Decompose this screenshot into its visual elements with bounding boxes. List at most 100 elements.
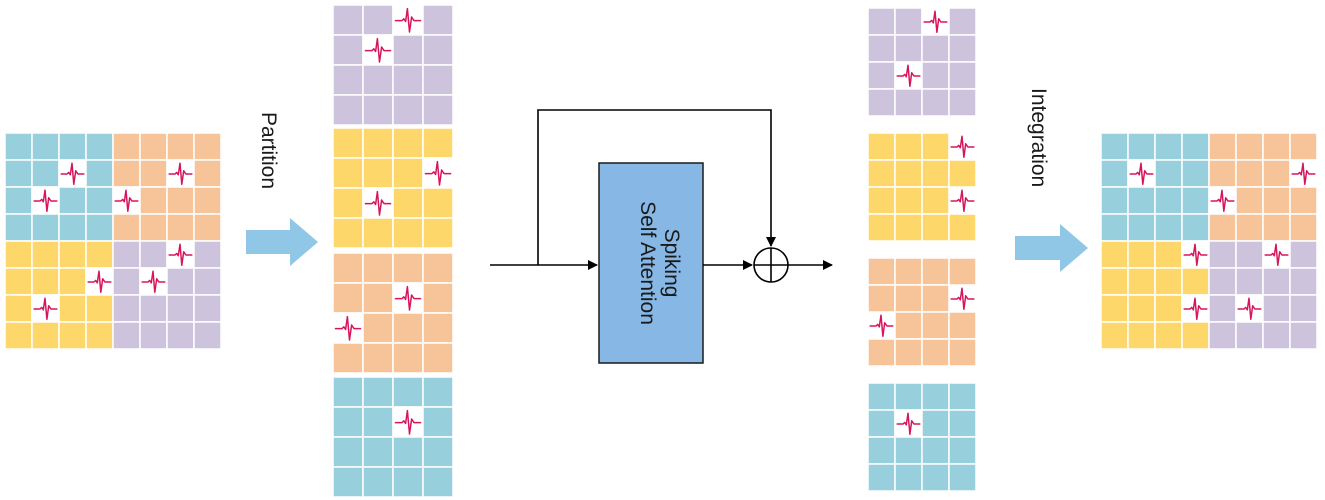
- token-cell: [1127, 213, 1156, 242]
- token-cell: [948, 213, 977, 242]
- token-cell: [948, 311, 977, 340]
- token-cell: [1289, 294, 1318, 323]
- token-cell: [1208, 213, 1237, 242]
- token-cell: [332, 466, 364, 498]
- token-cell: [362, 64, 394, 96]
- token-cell: [1289, 267, 1318, 296]
- token-cell: [867, 7, 896, 36]
- token-cell: [422, 406, 454, 438]
- spike-waveform-icon: [394, 409, 422, 435]
- token-cell: [921, 284, 950, 313]
- token-block-yellow: [4, 240, 114, 350]
- token-cell: [31, 213, 60, 242]
- token-cell: [85, 132, 114, 161]
- token-block-orange: [1208, 132, 1318, 242]
- token-cell: [31, 159, 60, 188]
- token-cell: [1235, 240, 1264, 269]
- spike-waveform-icon: [869, 314, 894, 338]
- spike-waveform-icon: [33, 189, 58, 213]
- token-cell: [948, 61, 977, 90]
- spike-waveform-icon: [1210, 189, 1235, 213]
- token-block-orange: [867, 257, 977, 367]
- token-cell: [332, 342, 364, 374]
- token-cell: [921, 132, 950, 161]
- token-cell: [1208, 240, 1237, 269]
- token-cell: [193, 132, 222, 161]
- integration-arrow: [1015, 224, 1088, 272]
- token-cell: [4, 186, 33, 215]
- token-cell: [1208, 267, 1237, 296]
- spike-waveform-icon: [896, 412, 921, 436]
- spike-waveform-icon: [896, 64, 921, 88]
- token-cell: [422, 376, 454, 408]
- token-cell: [1181, 213, 1210, 242]
- token-cell: [362, 466, 394, 498]
- spike-waveform-icon: [394, 7, 422, 33]
- token-cell: [1181, 186, 1210, 215]
- token-cell: [332, 282, 364, 314]
- token-cell: [332, 127, 364, 159]
- token-cell: [921, 186, 950, 215]
- token-cell: [139, 240, 168, 269]
- token-cell: [1127, 132, 1156, 161]
- token-cell: [392, 312, 424, 344]
- token-cell: [112, 321, 141, 350]
- token-cell: [422, 436, 454, 468]
- token-cell: [1181, 132, 1210, 161]
- token-cell: [166, 267, 195, 296]
- token-cell: [31, 267, 60, 296]
- token-cell: [193, 159, 222, 188]
- spike-waveform-icon: [1183, 297, 1208, 321]
- spike-waveform-icon: [950, 287, 975, 311]
- token-block-purple: [867, 7, 977, 117]
- token-cell: [332, 4, 364, 36]
- token-cell: [193, 321, 222, 350]
- token-cell: [1100, 294, 1129, 323]
- token-cell: [166, 321, 195, 350]
- token-cell: [85, 186, 114, 215]
- token-cell: [1100, 132, 1129, 161]
- partition-arrow: [246, 218, 318, 266]
- token-block-purple: [112, 240, 222, 350]
- token-cell: [1127, 294, 1156, 323]
- token-cell: [921, 34, 950, 63]
- token-cell: [422, 4, 454, 36]
- token-cell: [894, 284, 923, 313]
- token-cell: [867, 186, 896, 215]
- token-cell: [1289, 240, 1318, 269]
- token-cell: [4, 213, 33, 242]
- token-cell: [332, 376, 364, 408]
- token-cell: [1181, 321, 1210, 350]
- token-cell: [392, 187, 424, 219]
- token-cell: [4, 294, 33, 323]
- token-cell: [921, 88, 950, 117]
- token-block-yellow: [332, 127, 454, 249]
- token-cell: [139, 294, 168, 323]
- token-cell: [4, 240, 33, 269]
- token-cell: [1289, 321, 1318, 350]
- token-cell: [392, 466, 424, 498]
- token-cell: [948, 7, 977, 36]
- token-cell: [166, 294, 195, 323]
- token-cell: [392, 217, 424, 249]
- token-cell: [1154, 186, 1183, 215]
- token-cell: [392, 342, 424, 374]
- spike-waveform-icon: [950, 189, 975, 213]
- token-cell: [85, 294, 114, 323]
- token-cell: [4, 132, 33, 161]
- token-cell: [362, 342, 394, 374]
- token-cell: [139, 186, 168, 215]
- token-cell: [362, 282, 394, 314]
- token-cell: [1127, 240, 1156, 269]
- token-cell: [85, 240, 114, 269]
- token-cell: [58, 321, 87, 350]
- token-block-cyan: [1100, 132, 1210, 242]
- token-cell: [948, 382, 977, 411]
- token-cell: [422, 64, 454, 96]
- spike-waveform-icon: [1237, 297, 1262, 321]
- token-cell: [894, 34, 923, 63]
- token-cell: [193, 294, 222, 323]
- token-cell: [139, 321, 168, 350]
- token-cell: [867, 213, 896, 242]
